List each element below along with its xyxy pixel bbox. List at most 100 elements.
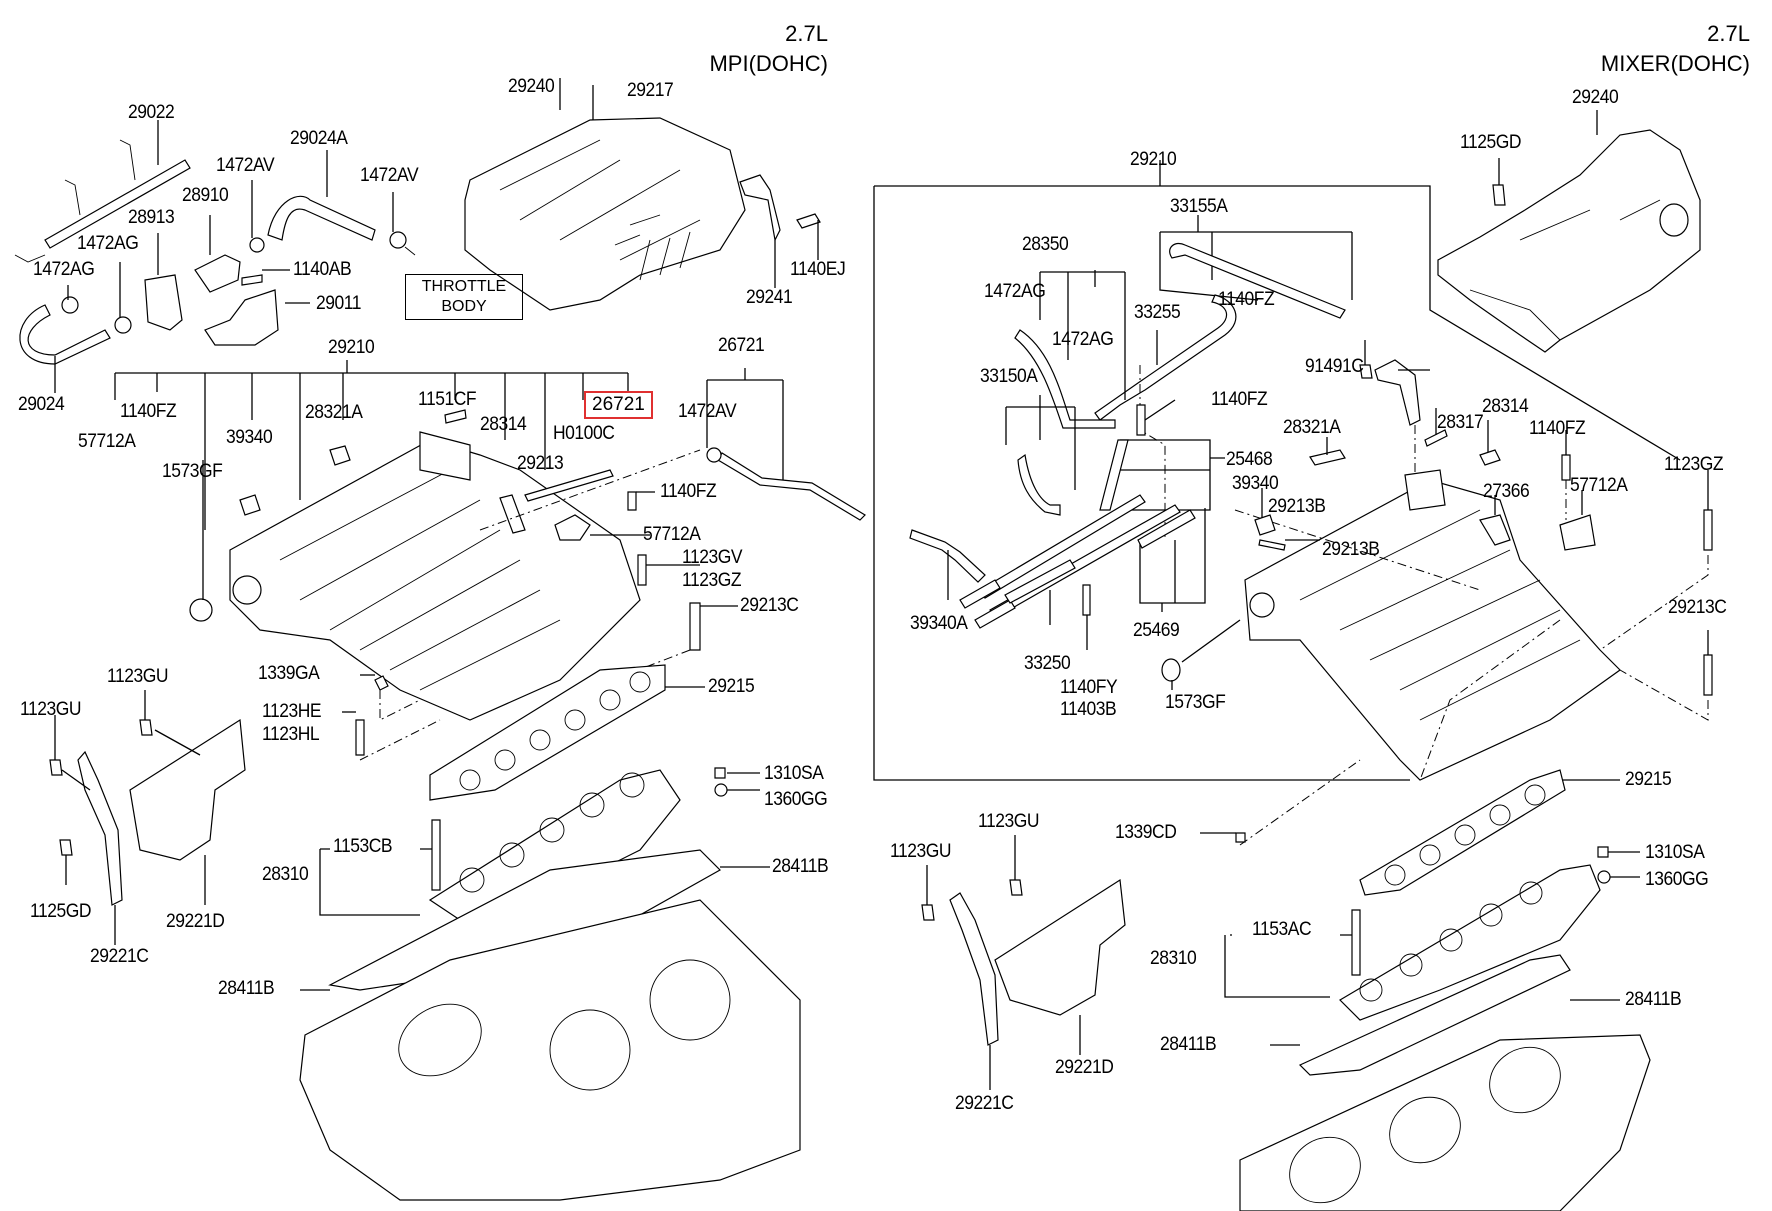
part-label[interactable]: 28910 — [182, 185, 229, 206]
part-label[interactable]: 33155A — [1170, 196, 1228, 217]
part-label[interactable]: 1123HE — [262, 701, 322, 722]
part-label[interactable]: 1123GV — [682, 547, 743, 568]
part-label[interactable]: 1472AG — [984, 281, 1046, 302]
part-label[interactable]: 1140AB — [293, 259, 352, 280]
part-label[interactable]: 27366 — [1483, 481, 1530, 502]
part-label[interactable]: 29221D — [166, 911, 225, 932]
part-label[interactable]: 33250 — [1024, 653, 1071, 674]
part-label[interactable]: 1140FZ — [1529, 418, 1586, 439]
part-label[interactable]: 1140FZ — [1218, 289, 1275, 310]
part-label[interactable]: 25468 — [1226, 449, 1273, 470]
part-label[interactable]: 1125GD — [1460, 132, 1522, 153]
part-label[interactable]: 28411B — [1160, 1034, 1217, 1055]
part-label[interactable]: 29011 — [316, 293, 362, 314]
part-label[interactable]: 57712A — [643, 524, 701, 545]
part-label[interactable]: 57712A — [1570, 475, 1628, 496]
part-label[interactable]: 28317 — [1437, 412, 1484, 433]
part-label[interactable]: 1360GG — [764, 789, 828, 810]
part-label[interactable]: 25469 — [1133, 620, 1180, 641]
part-label[interactable]: 1123GZ — [682, 570, 742, 591]
part-label[interactable]: 1123GU — [978, 811, 1040, 832]
part-label[interactable]: 1123GZ — [1664, 454, 1724, 475]
part-label[interactable]: 1123GU — [20, 699, 82, 720]
part-label[interactable]: 29213B — [1268, 496, 1326, 517]
part-label[interactable]: 1123GU — [890, 841, 952, 862]
part-label[interactable]: 29024 — [18, 394, 65, 415]
part-label[interactable]: 1573GF — [162, 461, 223, 482]
part-label[interactable]: 1125GD — [30, 901, 92, 922]
part-label[interactable]: 28314 — [1482, 396, 1529, 417]
bracket-29221D-mpi — [129, 718, 246, 861]
part-label[interactable]: 1339CD — [1115, 822, 1177, 843]
part-label[interactable]: 1140FZ — [1211, 389, 1268, 410]
part-label[interactable]: 1123HL — [262, 724, 320, 745]
part-label[interactable]: 1472AG — [1052, 329, 1114, 350]
part-label[interactable]: 91491C — [1305, 356, 1364, 377]
part-label[interactable]: 39340A — [910, 613, 968, 634]
part-label[interactable]: 29210 — [328, 337, 375, 358]
engine-cover-mixer — [1437, 129, 1701, 353]
part-label[interactable]: 1140EJ — [790, 259, 846, 280]
part-label[interactable]: 1140FY — [1060, 677, 1118, 698]
throttle-body-label-line2: BODY — [441, 298, 487, 315]
part-label[interactable]: 1123GU — [107, 666, 169, 687]
part-label[interactable]: 28321A — [305, 402, 363, 423]
part-label[interactable]: 1140FZ — [120, 401, 177, 422]
part-label[interactable]: 1472AV — [678, 401, 737, 422]
part-label[interactable]: 39340 — [226, 427, 273, 448]
part-label[interactable]: 29221D — [1055, 1057, 1114, 1078]
hose-29024 — [19, 304, 111, 365]
part-label[interactable]: 1472AG — [33, 259, 95, 280]
part-label[interactable]: 29022 — [128, 102, 175, 123]
part-label[interactable]: 1472AV — [360, 165, 419, 186]
part-label[interactable]: 33255 — [1134, 302, 1181, 323]
part-label[interactable]: 26721 — [718, 335, 765, 356]
part-label[interactable]: H0100C — [553, 423, 615, 444]
part-label[interactable]: 29213C — [740, 595, 799, 616]
intake-manifold-mpi — [229, 431, 641, 721]
part-label[interactable]: 1339GA — [258, 663, 320, 684]
part-label[interactable]: 57712A — [78, 431, 136, 452]
part-label[interactable]: 29215 — [1625, 769, 1672, 790]
highlighted-part-26721[interactable]: 26721 — [584, 391, 653, 419]
part-label[interactable]: 28913 — [128, 207, 175, 228]
part-label[interactable]: 1153CB — [333, 836, 393, 857]
pipe-29022 — [44, 139, 191, 249]
part-label[interactable]: 1310SA — [764, 763, 824, 784]
part-label[interactable]: 1472AG — [77, 233, 139, 254]
part-label[interactable]: 1153AC — [1252, 919, 1312, 940]
part-label[interactable]: 29213B — [1322, 539, 1380, 560]
part-label[interactable]: 29221C — [90, 946, 149, 967]
part-label[interactable]: 28350 — [1022, 234, 1069, 255]
part-label[interactable]: 1472AV — [216, 155, 275, 176]
part-label[interactable]: 28310 — [1150, 948, 1197, 969]
part-label[interactable]: 39340 — [1232, 473, 1279, 494]
part-label[interactable]: 28314 — [480, 414, 527, 435]
part-label[interactable]: 29240 — [1572, 87, 1619, 108]
part-label[interactable]: 11403B — [1060, 699, 1117, 720]
part-label[interactable]: 28411B — [218, 978, 275, 999]
part-label[interactable]: 29241 — [746, 287, 793, 308]
gasket-28411B-mixer — [1298, 954, 1571, 1076]
part-label[interactable]: 29215 — [708, 676, 755, 697]
intake-manifold-mixer — [1244, 469, 1621, 781]
part-label[interactable]: 29240 — [508, 76, 555, 97]
part-label[interactable]: 28411B — [1625, 989, 1682, 1010]
part-label[interactable]: 33150A — [980, 366, 1038, 387]
engine-variant-displacement-mixer: 2.7L — [1707, 21, 1750, 46]
highlighted-part-number: 26721 — [592, 394, 645, 415]
part-label[interactable]: 29213 — [517, 453, 564, 474]
part-label[interactable]: 28321A — [1283, 417, 1341, 438]
part-label[interactable]: 29221C — [955, 1093, 1014, 1114]
part-label[interactable]: 28310 — [262, 864, 309, 885]
part-label[interactable]: 29217 — [627, 80, 674, 101]
part-label[interactable]: 1360GG — [1645, 869, 1709, 890]
part-label[interactable]: 1140FZ — [660, 481, 717, 502]
part-label[interactable]: 29213C — [1668, 597, 1727, 618]
part-label[interactable]: 1151CF — [418, 389, 477, 410]
part-label[interactable]: 1310SA — [1645, 842, 1705, 863]
part-label[interactable]: 1573GF — [1165, 692, 1226, 713]
part-label[interactable]: 28411B — [772, 856, 829, 877]
part-label[interactable]: 29210 — [1130, 149, 1177, 170]
part-label[interactable]: 29024A — [290, 128, 348, 149]
